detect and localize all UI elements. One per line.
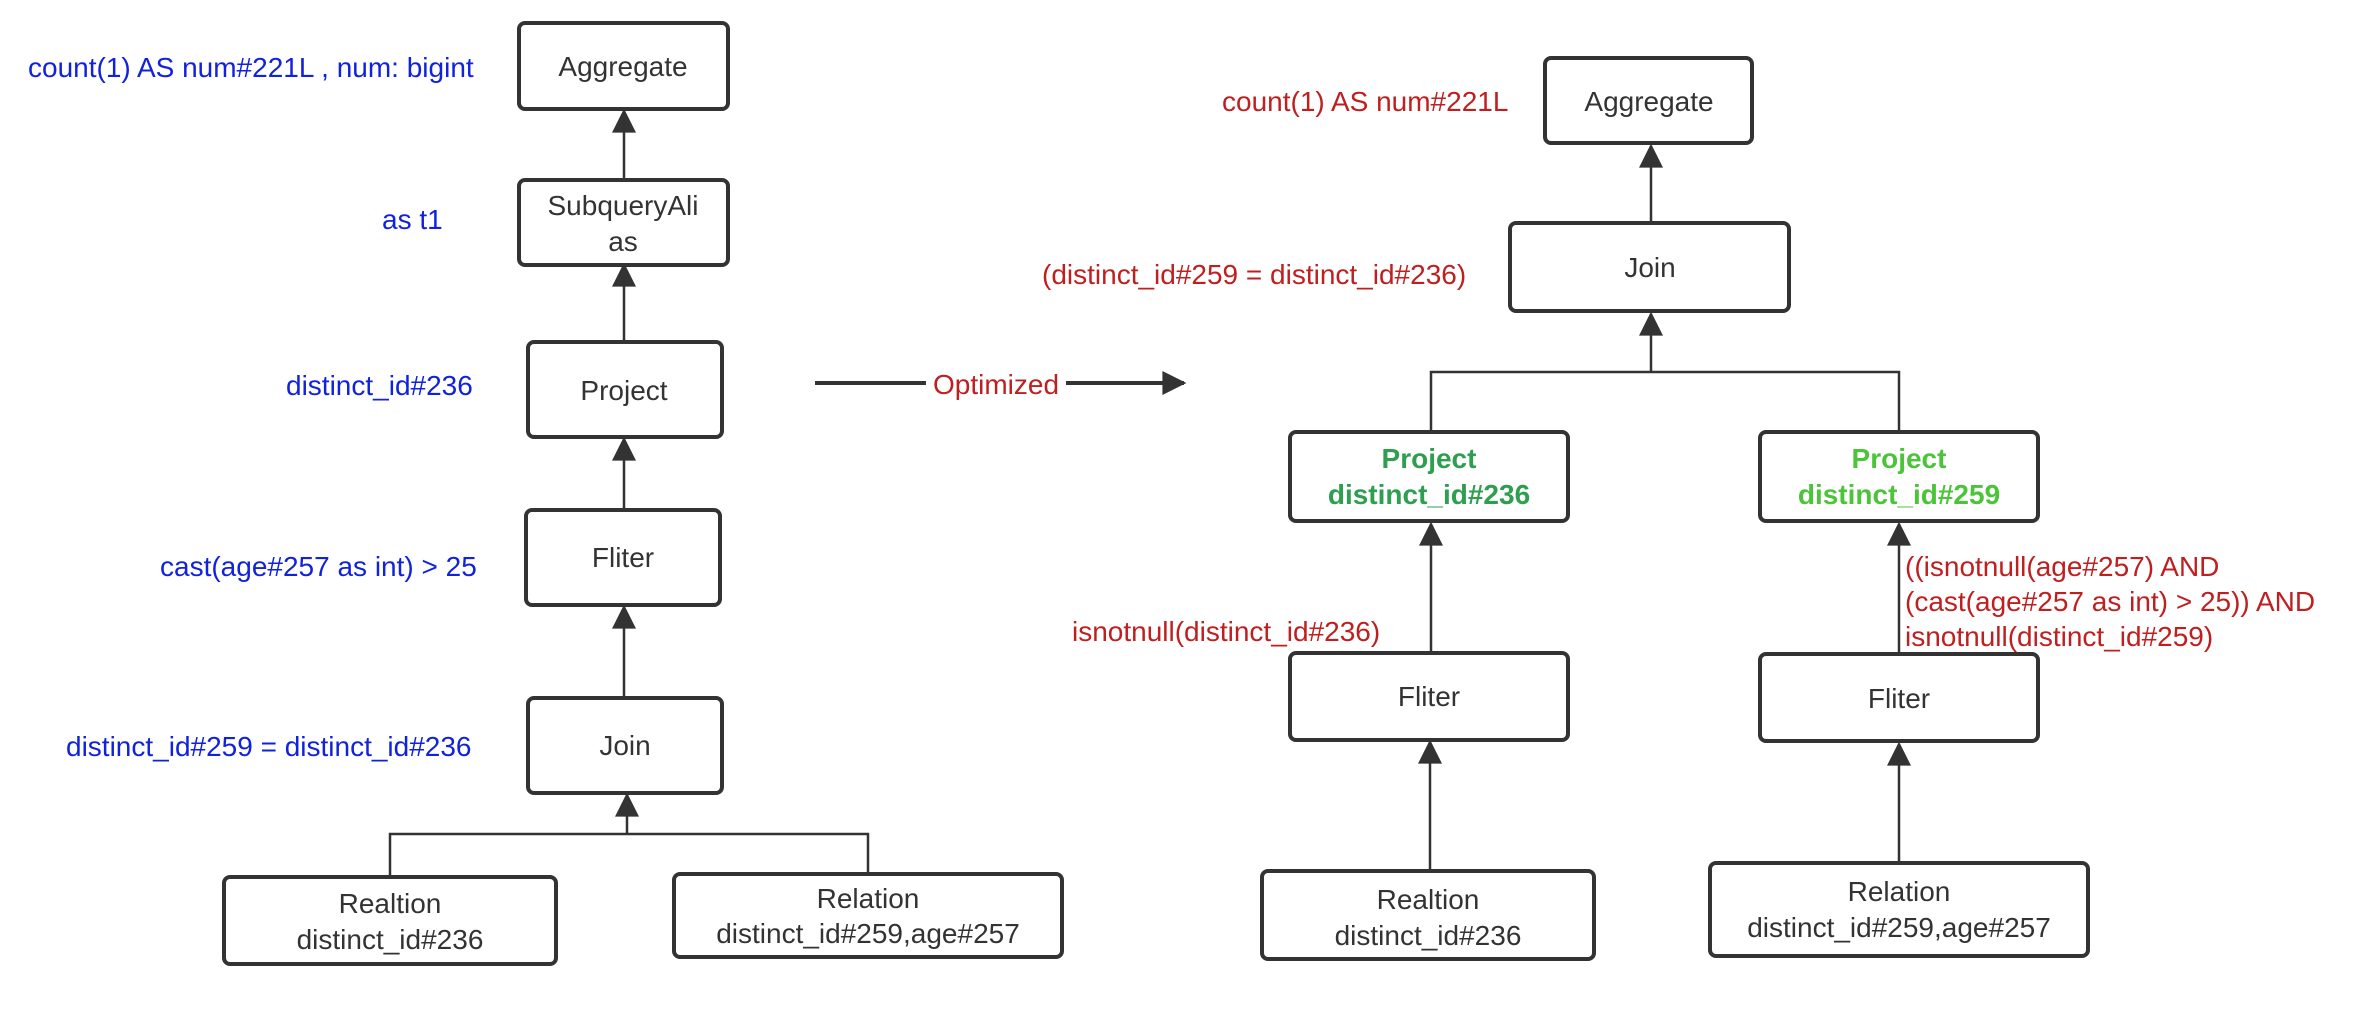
opt-relation-a-label-line1: Realtion (1377, 884, 1480, 915)
opt-filter-right-annotation-line2: (cast(age#257 as int) > 25)) AND (1905, 586, 2315, 617)
opt-edge-projects-to-join (1429, 370, 1901, 430)
opt-filter-right-node: Fliter (1758, 652, 2040, 743)
subquery-alias-label-line2: as (608, 226, 638, 257)
opt-relation-a-node: Realtion distinct_id#236 (1260, 869, 1596, 961)
opt-aggregate-node-label: Aggregate (1584, 86, 1713, 117)
optimized-label: Optimized (933, 369, 1059, 400)
project-annotation: distinct_id#236 (286, 370, 473, 401)
relation-b-label-line1: Relation (817, 883, 920, 914)
opt-filter-right-annotation-line3: isnotnull(distinct_id#259) (1905, 621, 2213, 652)
relation-a-label-line1: Realtion (339, 888, 442, 919)
opt-join-annotation: (distinct_id#259 = distinct_id#236) (1042, 259, 1466, 290)
original-plan: Aggregate SubqueryAli as Project Fliter … (28, 21, 1064, 966)
edge-relations-to-join (388, 832, 870, 875)
subquery-alias-annotation: as t1 (382, 204, 443, 235)
filter-node: Fliter (524, 508, 722, 607)
opt-filter-left-node: Fliter (1288, 651, 1570, 742)
opt-relation-b-node: Relation distinct_id#259,age#257 (1708, 861, 2090, 958)
opt-project-left-node: Project distinct_id#236 (1288, 430, 1570, 523)
join-node: Join (526, 696, 724, 795)
opt-project-right-label-line1: Project (1852, 443, 1947, 474)
subquery-alias-node: SubqueryAli as (517, 178, 730, 267)
relation-a-node: Realtion distinct_id#236 (222, 875, 558, 966)
relation-a-label-line2: distinct_id#236 (297, 924, 484, 955)
optimized-plan: Aggregate Join Project distinct_id#236 P… (1042, 56, 2315, 961)
relation-b-label-line2: distinct_id#259,age#257 (716, 918, 1020, 949)
optimized-transition: Optimized (815, 369, 1187, 400)
opt-project-left-label-line2: distinct_id#236 (1328, 479, 1530, 510)
relation-b-node: Relation distinct_id#259,age#257 (672, 872, 1064, 959)
project-node: Project (526, 340, 724, 439)
opt-filter-right-annotation-line1: ((isnotnull(age#257) AND (1905, 551, 2219, 582)
join-annotation: distinct_id#259 = distinct_id#236 (66, 731, 472, 762)
aggregate-annotation: count(1) AS num#221L , num: bigint (28, 52, 474, 83)
opt-join-node-label: Join (1624, 252, 1675, 283)
filter-node-label: Fliter (592, 542, 654, 573)
opt-filter-right-label: Fliter (1868, 683, 1930, 714)
opt-relation-b-label-line2: distinct_id#259,age#257 (1747, 912, 2051, 943)
opt-relation-a-label-line2: distinct_id#236 (1335, 920, 1522, 951)
opt-project-right-node: Project distinct_id#259 (1758, 430, 2040, 523)
opt-join-node: Join (1508, 221, 1791, 313)
opt-aggregate-node: Aggregate (1543, 56, 1754, 145)
opt-aggregate-annotation: count(1) AS num#221L (1222, 86, 1508, 117)
project-node-label: Project (580, 375, 667, 406)
aggregate-node-label: Aggregate (558, 51, 687, 82)
aggregate-node: Aggregate (517, 21, 730, 111)
opt-filter-left-label: Fliter (1398, 681, 1460, 712)
filter-annotation: cast(age#257 as int) > 25 (160, 551, 477, 582)
opt-project-right-label-line2: distinct_id#259 (1798, 479, 2000, 510)
opt-relation-b-label-line1: Relation (1848, 876, 1951, 907)
opt-project-left-label-line1: Project (1382, 443, 1477, 474)
opt-filter-left-annotation: isnotnull(distinct_id#236) (1072, 616, 1380, 647)
subquery-alias-label-line1: SubqueryAli (548, 190, 699, 221)
join-node-label: Join (599, 730, 650, 761)
